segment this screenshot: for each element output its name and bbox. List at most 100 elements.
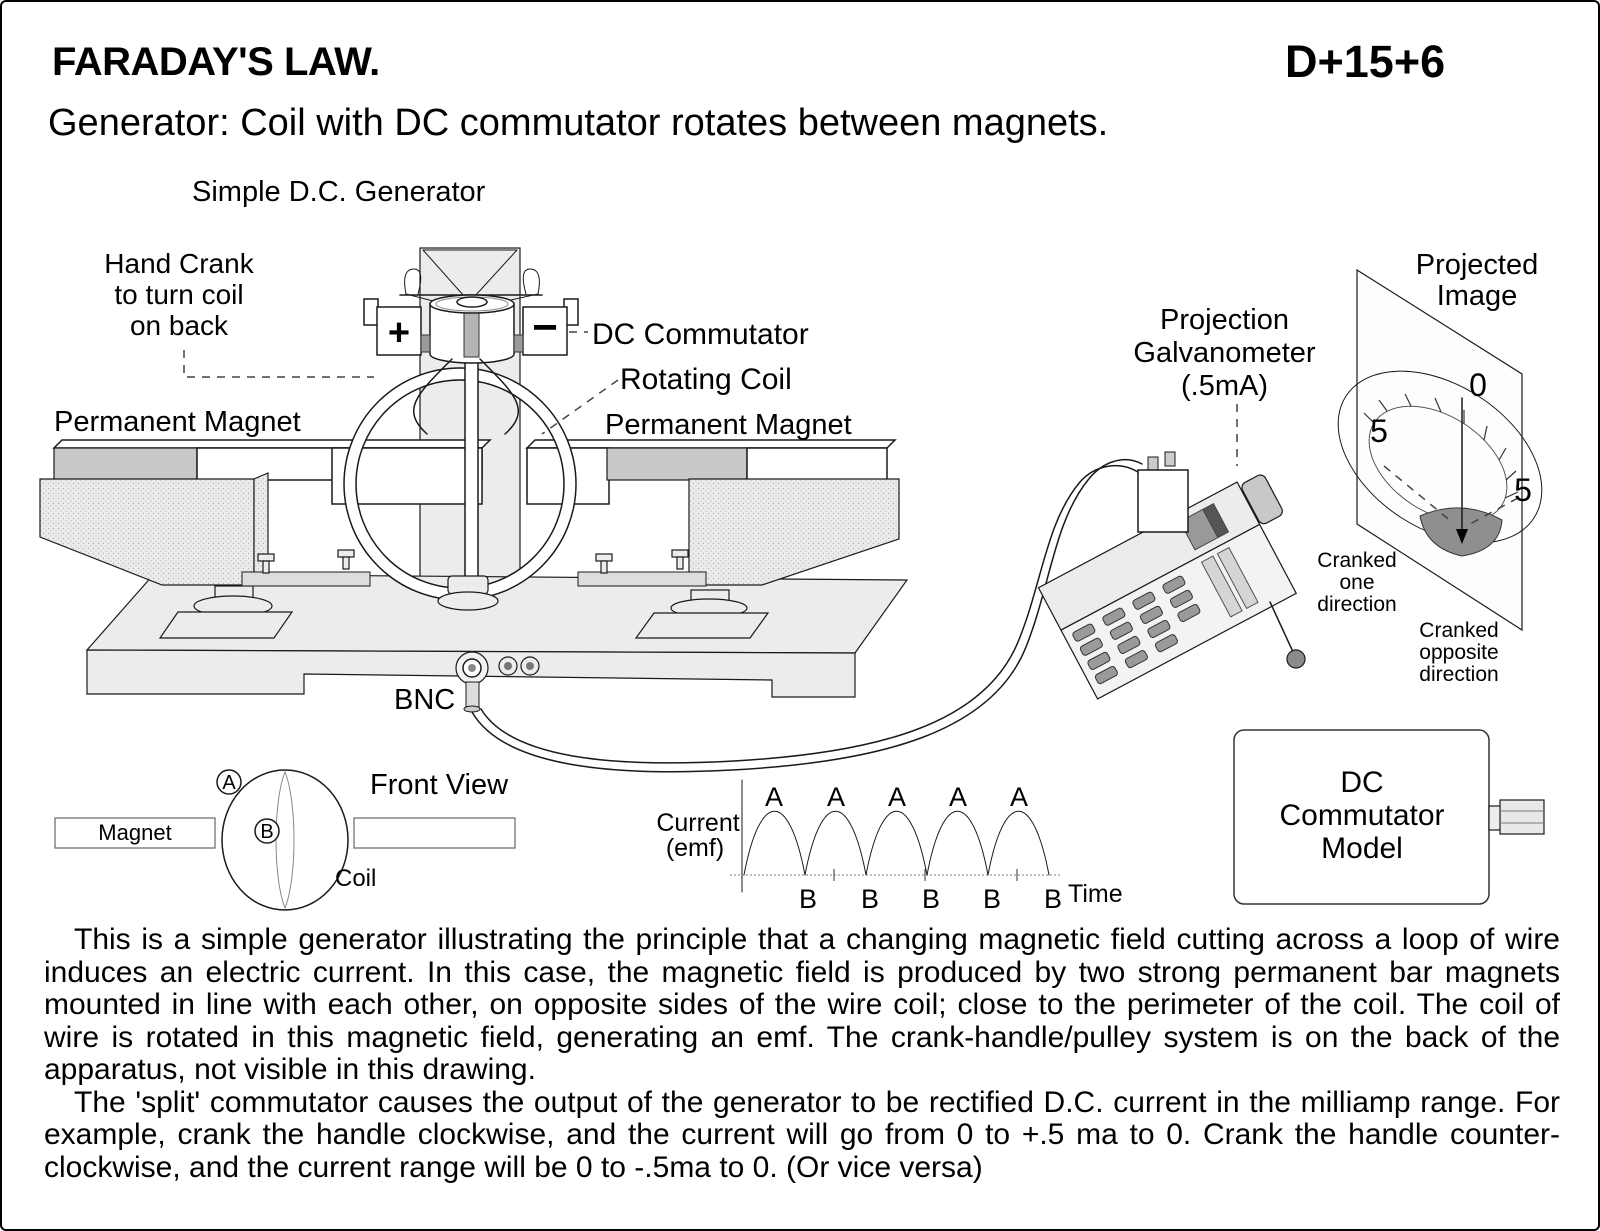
left-magnet-stand [158,585,294,639]
cranked-one-line2: one [1339,571,1375,594]
cranked-one-line3: direction [1317,593,1397,616]
peak-label: A [765,782,783,812]
dc-commutator-label: DC Commutator [592,318,809,351]
projected-image-line1: Projected [1415,249,1539,281]
projection-galvanometer [1037,451,1306,700]
x-axis-label: Time [1068,880,1123,908]
minus-sign: − [532,303,558,352]
description-text: This is a simple generator illustrating … [44,923,1560,1184]
galvanometer-label-line3: (.5mA) [1181,370,1268,402]
galvanometer-label-line2: Galvanometer [1133,337,1316,369]
output-waveform-chart: A A A A A B B B B B Current (emf) Time [656,779,1123,914]
peak-label: A [949,782,967,812]
plus-terminal-block: + [376,306,431,356]
scale-left-5: 5 [1370,413,1388,449]
front-view-magnet-label: Magnet [98,820,171,845]
right-magnet-bar [525,439,897,505]
leader-lines [183,331,1238,466]
point-a-label: A [222,772,236,794]
rotating-coil-label: Rotating Coil [620,363,792,396]
zero-label: B [1044,884,1062,914]
zero-label: B [983,884,1001,914]
galvanometer-keypad [1072,575,1201,685]
x-axis-ticks [833,869,1018,881]
zero-label: B [799,884,817,914]
peak-label: A [888,782,906,812]
right-magnet-stand [634,589,770,639]
y-axis-label-line2: (emf) [666,834,724,862]
minus-terminal-block: − [513,303,568,356]
left-clamp-rail [241,549,371,587]
coil-shaft [464,358,479,580]
scale-zero: 0 [1469,367,1487,403]
meter-face-outer [1337,370,1543,544]
pulley-funnel [422,249,518,297]
permanent-magnet-left-label: Permanent Magnet [54,406,301,438]
front-view-coil-label: Coil [335,865,376,892]
coil-lead-wires [413,358,519,435]
hand-crank-label: Hand Crank to turn coil on back [64,248,294,341]
description-paragraph-1: This is a simple generator illustrating … [44,923,1560,1086]
leg-foot [1286,649,1306,669]
dc-commutator-drum [363,294,579,364]
vent-slot [1216,546,1259,610]
dc-commutator-model: DC Commutator Model [1233,729,1545,905]
model-handle-neck [1488,805,1502,831]
bnc-label: BNC [394,684,456,716]
page-subtitle: Generator: Coil with DC commutator rotat… [48,102,1109,144]
description-paragraph-2: The 'split' commutator causes the output… [44,1085,1560,1184]
projected-image-screen: 5 0 5 [1337,268,1543,632]
right-pole-wedge [688,478,900,586]
coil-base-disc [437,591,499,611]
front-view-coil-circle [221,769,349,911]
projection-lens-dark [1202,503,1230,539]
point-b-circle [254,818,280,844]
model-label-line2: Commutator [1279,799,1444,832]
banana-jacks [498,656,540,676]
peak-label: A [827,782,845,812]
needle-swing-right [1469,497,1519,525]
right-clamp-rail [577,549,707,587]
left-pole-wedge [39,472,269,586]
cranked-opposite-line3: direction [1419,663,1499,686]
front-view-right-magnet [353,817,516,849]
bnc-connector [455,651,489,713]
zero-label: B [861,884,879,914]
cranked-opposite-direction-label: Cranked opposite direction [1404,620,1514,686]
rotating-coil-ring [343,367,577,601]
signal-cable [471,458,1143,773]
coil-edge-lens [275,770,295,910]
hand-crank-line1: Hand Crank [104,248,254,279]
demo-code: D+15+6 [1285,36,1446,87]
galvanometer-label: Projection Galvanometer (.5mA) [1102,304,1347,403]
needle-arrowhead [1456,529,1468,544]
plus-sign: + [388,312,410,354]
projected-image-line2: Image [1436,280,1518,312]
scale-right-5: 5 [1514,472,1532,508]
hand-crank-line2: to turn coil [114,279,244,310]
support-leg [1269,601,1295,655]
model-label-line1: DC [1340,766,1383,799]
projected-image-label: Projected Image [1394,250,1560,312]
permanent-magnet-right-label: Permanent Magnet [605,409,852,441]
diagram-title: Simple D.C. Generator [192,176,486,208]
y-axis-label-line1: Current [656,809,739,837]
zero-label: B [922,884,940,914]
galvanometer-label-line1: Projection [1160,304,1289,336]
cranked-one-direction-label: Cranked one direction [1307,550,1407,616]
front-view-diagram: A B Front View Magnet Coil [54,769,516,911]
generator-apparatus: + − [39,247,909,713]
point-a-circle [216,769,242,795]
coil-hub [447,575,489,595]
lens-barrel [1241,474,1283,525]
meter-scale-ticks [1363,393,1519,499]
half-sine-pulses [743,811,1050,876]
hand-crank-line3: on back [129,310,229,341]
front-view-title: Front View [370,769,509,801]
peak-label: A [1010,782,1028,812]
cranked-opposite-line1: Cranked [1419,619,1499,642]
point-b-label: B [260,821,273,843]
model-handle [1499,799,1545,835]
